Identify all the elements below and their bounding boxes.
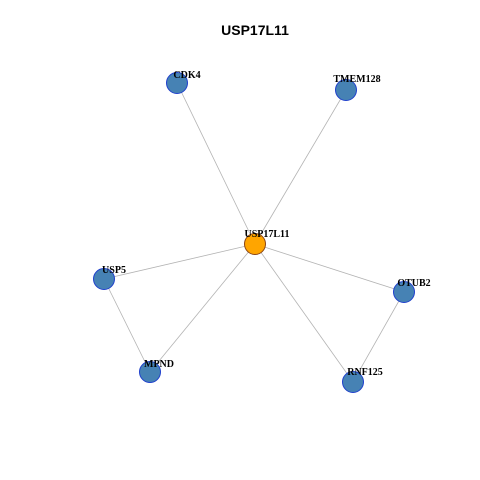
node-label-cdk4: CDK4	[173, 70, 200, 81]
node-mpnd	[139, 361, 161, 383]
edge-usp5-mpnd	[103, 278, 151, 373]
node-label-usp5: USP5	[102, 265, 126, 276]
edge-usp17l11-cdk4	[176, 82, 256, 245]
edge-usp17l11-rnf125	[254, 243, 354, 383]
edge-usp17l11-otub2	[254, 243, 405, 293]
node-label-otub2: OTUB2	[397, 278, 430, 289]
node-usp17l11	[244, 233, 266, 255]
nodes-layer	[93, 72, 415, 393]
node-label-mpnd: MPND	[144, 359, 174, 370]
edges-layer	[103, 82, 405, 383]
edge-usp17l11-tmem128	[254, 89, 347, 245]
edge-usp17l11-mpnd	[149, 243, 256, 373]
node-cdk4	[166, 72, 188, 94]
edge-otub2-rnf125	[352, 291, 405, 383]
diagram-title: USP17L11	[221, 22, 289, 38]
node-label-tmem128: TMEM128	[333, 74, 380, 85]
node-label-usp17l11: USP17L11	[244, 229, 289, 240]
edge-usp17l11-usp5	[103, 243, 256, 280]
node-label-rnf125: RNF125	[347, 367, 383, 378]
node-rnf125	[342, 371, 364, 393]
node-otub2	[393, 281, 415, 303]
node-tmem128	[335, 79, 357, 101]
node-usp5	[93, 268, 115, 290]
